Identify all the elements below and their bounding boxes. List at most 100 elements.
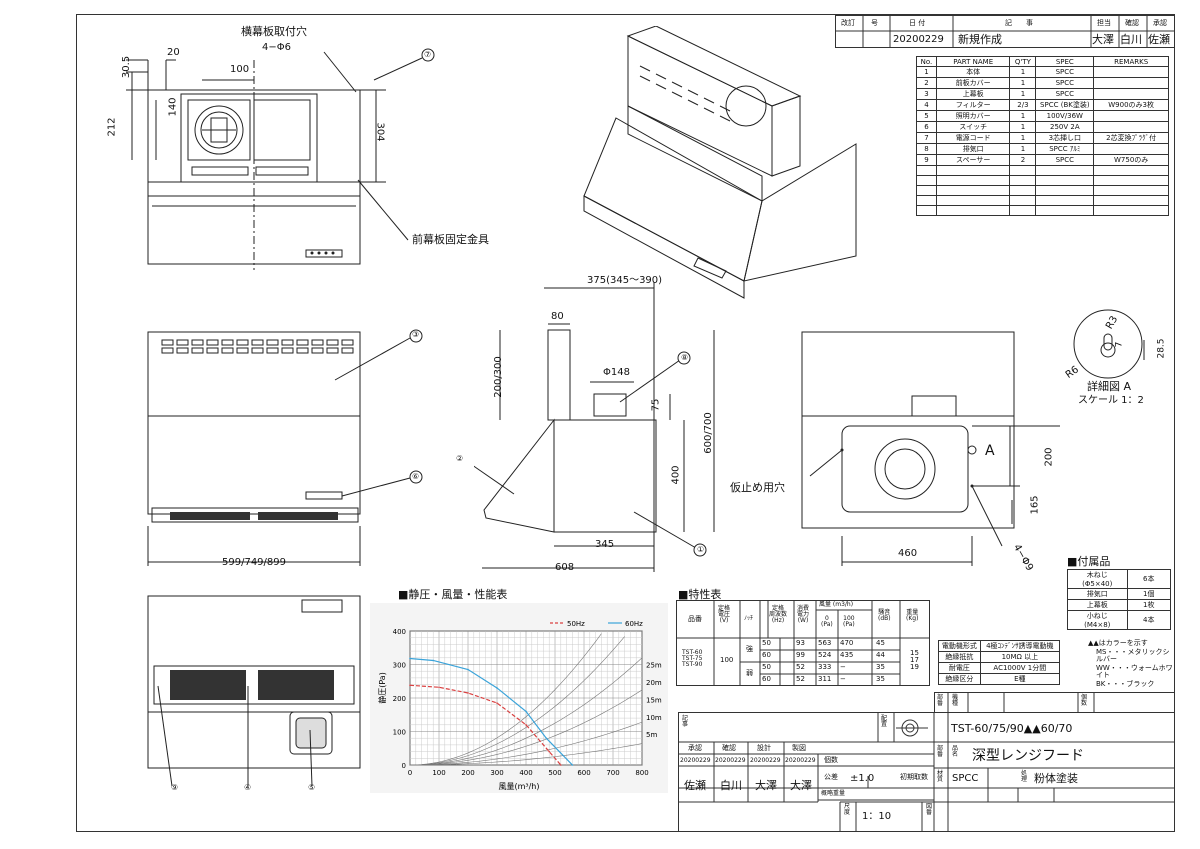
vent-slot [236, 347, 249, 354]
legend-label: 50Hz [567, 620, 585, 628]
parts-cell: 本体 [935, 66, 1011, 78]
chart-point [496, 687, 498, 689]
vent-slot [236, 339, 249, 346]
spec-cell: 60 [762, 675, 771, 683]
spec-table: 品番 定格 電圧 (V) ﾉｯﾁ 定格 周波数 (Hz) 消費 電力 (W) 風… [676, 600, 930, 686]
parts-cell: 9 [916, 154, 937, 166]
parts-cell [1093, 121, 1169, 133]
parts-cell [1093, 77, 1169, 89]
parts-cell [916, 205, 937, 216]
tb-qty-label: 個 数 [1081, 694, 1088, 707]
tb-finish: 粉体塗装 [1034, 772, 1078, 785]
rev-drawn: 大澤 [1092, 33, 1114, 46]
spec-h-power: 消費 電力 (W) [797, 605, 810, 624]
parts-cell [1093, 185, 1169, 196]
rev-h-3: 記 事 [1005, 19, 1033, 27]
tb-draft: 製図 [792, 744, 806, 752]
spec-h-100pa: 100 (Pa) [843, 615, 855, 628]
dim-width: 599/749/899 [222, 557, 286, 568]
parts-cell: 7 [916, 132, 937, 144]
tb-d3: 20200229 [750, 757, 781, 764]
chart-x-tick: 100 [432, 769, 445, 777]
rev-checked: 白川 [1120, 33, 1142, 46]
parts-cell: 1 [1009, 121, 1037, 133]
parts-cell: 照明カバー [935, 110, 1011, 122]
parts-cell [1093, 143, 1169, 155]
motor-cell: 電動機形式 [938, 640, 981, 652]
chart-x-tick: 500 [548, 769, 561, 777]
parts-cell: 2 [916, 77, 937, 89]
spec-cell: 311 [818, 675, 832, 683]
tb-n1: 佐瀬 [684, 779, 706, 792]
rev-h-1: 号 [871, 19, 878, 27]
tb-fig-label: 図 番 [926, 803, 933, 816]
spec-models: TST-60 TST-75 TST-90 [682, 649, 703, 668]
dim-600-700: 600/700 [702, 412, 714, 454]
chart-point [525, 724, 527, 726]
parts-cell: 6 [916, 121, 937, 133]
duct-resistance-curve [409, 743, 643, 766]
vent-slot [161, 339, 174, 346]
dim-200-back: 200 [1043, 447, 1055, 467]
dim-30-5: 30.5 [121, 55, 133, 79]
tb-n2: 白川 [720, 779, 742, 792]
parts-cell [1009, 165, 1037, 176]
parts-cell: SPEC [1035, 56, 1095, 67]
parts-cell: 電源コード [935, 132, 1011, 144]
duct-resistance-curve [409, 636, 625, 766]
parts-cell [1093, 110, 1169, 122]
parts-cell [1035, 175, 1095, 186]
tb-model-label: 機 種 [952, 694, 959, 707]
parts-cell: 8 [916, 143, 937, 155]
parts-cell [1009, 185, 1037, 196]
dim-200-300: 200/300 [492, 356, 504, 398]
vent-slot [206, 339, 219, 346]
balloon-5: ⑤ [308, 783, 316, 792]
parts-cell [1093, 205, 1169, 216]
parts-cell: Q'TY [1009, 56, 1037, 67]
vent-slot [191, 339, 204, 346]
rev-approved: 佐瀬 [1148, 33, 1170, 46]
chart-y-tick: 200 [393, 695, 406, 703]
detail-scale: スケール 1：2 [1078, 395, 1144, 406]
parts-cell [1009, 175, 1037, 186]
balloon-3: ③ [412, 330, 420, 339]
spec-cell: 35 [876, 675, 885, 683]
parts-cell: PART NAME [935, 56, 1011, 67]
motor-cell: 10MΩ 以上 [979, 651, 1061, 663]
spec-cell: 93 [796, 639, 805, 647]
tb-name: 深型レンジフード [972, 748, 1084, 764]
detail-7: 7 [1114, 341, 1125, 348]
chart-point [560, 764, 562, 766]
parts-cell: 5 [916, 110, 937, 122]
vent-slot [251, 339, 264, 346]
accessory-cell: 上幕板 [1067, 599, 1128, 611]
accessory-cell: 排気口 [1067, 588, 1128, 600]
parts-cell [1093, 66, 1169, 78]
chart-x-tick: 400 [519, 769, 532, 777]
chart-point [571, 764, 574, 766]
parts-cell: 1 [1009, 88, 1037, 100]
chart-y-tick: 300 [393, 662, 406, 670]
parts-cell: 100V/36W [1035, 110, 1095, 122]
motor-cell: 絶縁抵抗 [938, 651, 981, 663]
tb-note-label: 記 事 [682, 715, 689, 728]
parts-cell: 1 [1009, 66, 1037, 78]
vent-slot [221, 347, 234, 354]
motor-cell: E種 [979, 673, 1061, 685]
bottom-view [147, 595, 361, 787]
rev-h-5: 確認 [1125, 19, 1139, 27]
parts-cell: SPCC [1035, 88, 1095, 100]
color-note-3: BK・・・ブラック [1096, 680, 1155, 688]
parts-cell [1009, 195, 1037, 206]
balloon-9: ⑨ [171, 783, 179, 792]
parts-cell [916, 165, 937, 176]
chart-point [409, 684, 411, 687]
